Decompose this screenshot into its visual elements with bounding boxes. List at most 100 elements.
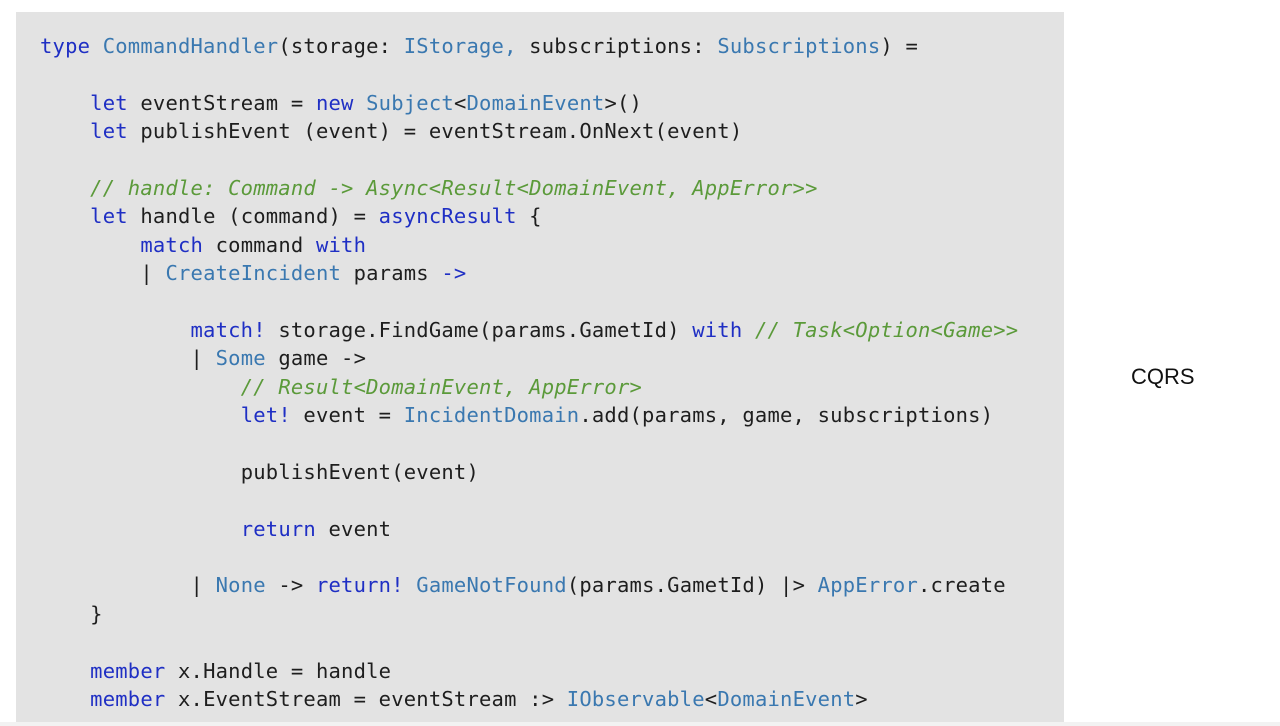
code-token: (storage:: [278, 34, 404, 58]
code-token: match: [140, 232, 204, 257]
code-token: Subscriptions: [717, 34, 881, 58]
code-token: CommandHandler: [102, 34, 279, 58]
code-indent: [40, 261, 140, 285]
code-token: x.EventStream = eventStream :>: [165, 686, 567, 711]
slide-title-label: CQRS: [1131, 364, 1195, 389]
code-indent: [40, 602, 90, 626]
code-line: let handle (command) = asyncResult {: [40, 202, 1064, 230]
code-indent: [40, 460, 241, 484]
code-token: member: [90, 658, 166, 683]
code-line: member x.EventStream = eventStream :> IO…: [40, 685, 1064, 713]
code-token: // Task<Option<Game>>: [754, 317, 1019, 342]
code-indent: [40, 517, 241, 541]
code-token: >(): [604, 90, 643, 115]
code-line: | None -> return! GameNotFound(params.Ga…: [40, 571, 1064, 599]
code-line: match! storage.FindGame(params.GametId) …: [40, 316, 1064, 344]
code-token: <: [704, 686, 718, 711]
code-token: ->: [265, 573, 316, 598]
code-token: // handle: Command -> Async<Result<Domai…: [90, 175, 818, 200]
code-token: publishEvent(event): [240, 459, 479, 484]
code-token: GameNotFound: [416, 573, 567, 598]
code-token: new: [315, 90, 354, 115]
code-line: [40, 543, 1064, 571]
code-token: ->: [441, 261, 467, 286]
code-token: IObservable: [566, 686, 705, 711]
code-line: // handle: Command -> Async<Result<Domai…: [40, 174, 1064, 202]
code-token: |: [140, 261, 166, 286]
code-token: [354, 91, 367, 115]
code-line: return event: [40, 515, 1064, 543]
code-indent: [40, 687, 90, 711]
code-indent: [40, 318, 191, 342]
code-token: eventStream =: [127, 90, 316, 115]
code-token: IStorage,: [403, 34, 517, 58]
code-token: let: [90, 119, 128, 144]
code-token: CreateIncident: [165, 261, 342, 286]
code-token: match!: [190, 317, 266, 342]
code-line: type CommandHandler(storage: IStorage, s…: [40, 32, 1064, 60]
code-line: | Some game ->: [40, 344, 1064, 372]
code-token: AppError: [817, 573, 918, 598]
code-token: with: [692, 317, 743, 342]
code-token: let: [90, 90, 128, 115]
code-line: member x.Handle = handle: [40, 657, 1064, 685]
code-indent: [40, 233, 140, 257]
code-token: {: [516, 204, 542, 229]
code-indent: [40, 204, 90, 228]
code-line: [40, 486, 1064, 514]
code-line: // Result<DomainEvent, AppError>: [40, 373, 1064, 401]
code-token: .add(params, game, subscriptions): [579, 403, 994, 428]
code-line: let eventStream = new Subject<DomainEven…: [40, 89, 1064, 117]
code-token: None: [215, 573, 266, 598]
code-token: with: [315, 232, 367, 257]
code-line: | CreateIncident params ->: [40, 259, 1064, 287]
code-token: x.Handle = handle: [165, 658, 392, 683]
code-token: Subject: [366, 90, 454, 115]
code-token: DomainEvent: [717, 686, 856, 711]
code-indent: [40, 375, 241, 399]
code-token: <: [453, 90, 467, 115]
code-line: publishEvent(event): [40, 458, 1064, 486]
code-line: [40, 60, 1064, 88]
code-panel: type CommandHandler(storage: IStorage, s…: [16, 12, 1064, 724]
bottom-border: [0, 722, 1280, 726]
code-token: .create: [918, 573, 1006, 598]
code-token: Some: [215, 346, 266, 371]
code-indent: [40, 176, 90, 200]
code-line: let publishEvent (event) = eventStream.O…: [40, 117, 1064, 145]
code-token: game ->: [265, 346, 367, 371]
code-token: event: [315, 516, 392, 541]
code-token: // Result<DomainEvent, AppError>: [240, 374, 643, 399]
code-token: asyncResult: [378, 204, 517, 229]
code-token: publishEvent (event) = eventStream.OnNex…: [127, 119, 743, 144]
code-indent: [40, 403, 241, 427]
code-token: return!: [315, 573, 404, 598]
code-token: (params.GametId) |>: [566, 573, 818, 598]
code-line: let! event = IncidentDomain.add(params, …: [40, 401, 1064, 429]
code-line: [40, 288, 1064, 316]
code-indent: [40, 119, 90, 143]
code-token: type: [40, 34, 91, 58]
code-token: member: [90, 686, 166, 711]
code-token: >: [855, 686, 868, 711]
code-token: let: [90, 204, 128, 229]
code-token: event =: [290, 403, 404, 428]
code-token: |: [190, 346, 216, 371]
code-token: ) =: [880, 34, 918, 58]
code-token: [90, 34, 103, 58]
code-token: let!: [240, 403, 291, 428]
top-border: [0, 0, 1280, 12]
code-token: command: [203, 232, 316, 257]
code-token: [404, 573, 417, 597]
code-token: DomainEvent: [466, 90, 605, 115]
code-indent: [40, 91, 90, 115]
code-token: storage.FindGame(params.GametId): [265, 317, 693, 342]
code-token: }: [90, 601, 103, 626]
code-indent: [40, 346, 191, 370]
code-token: [742, 318, 755, 342]
code-indent: [40, 659, 90, 683]
code-token: return: [240, 516, 316, 541]
code-token: handle (command) =: [127, 204, 379, 229]
code-line: [40, 146, 1064, 174]
